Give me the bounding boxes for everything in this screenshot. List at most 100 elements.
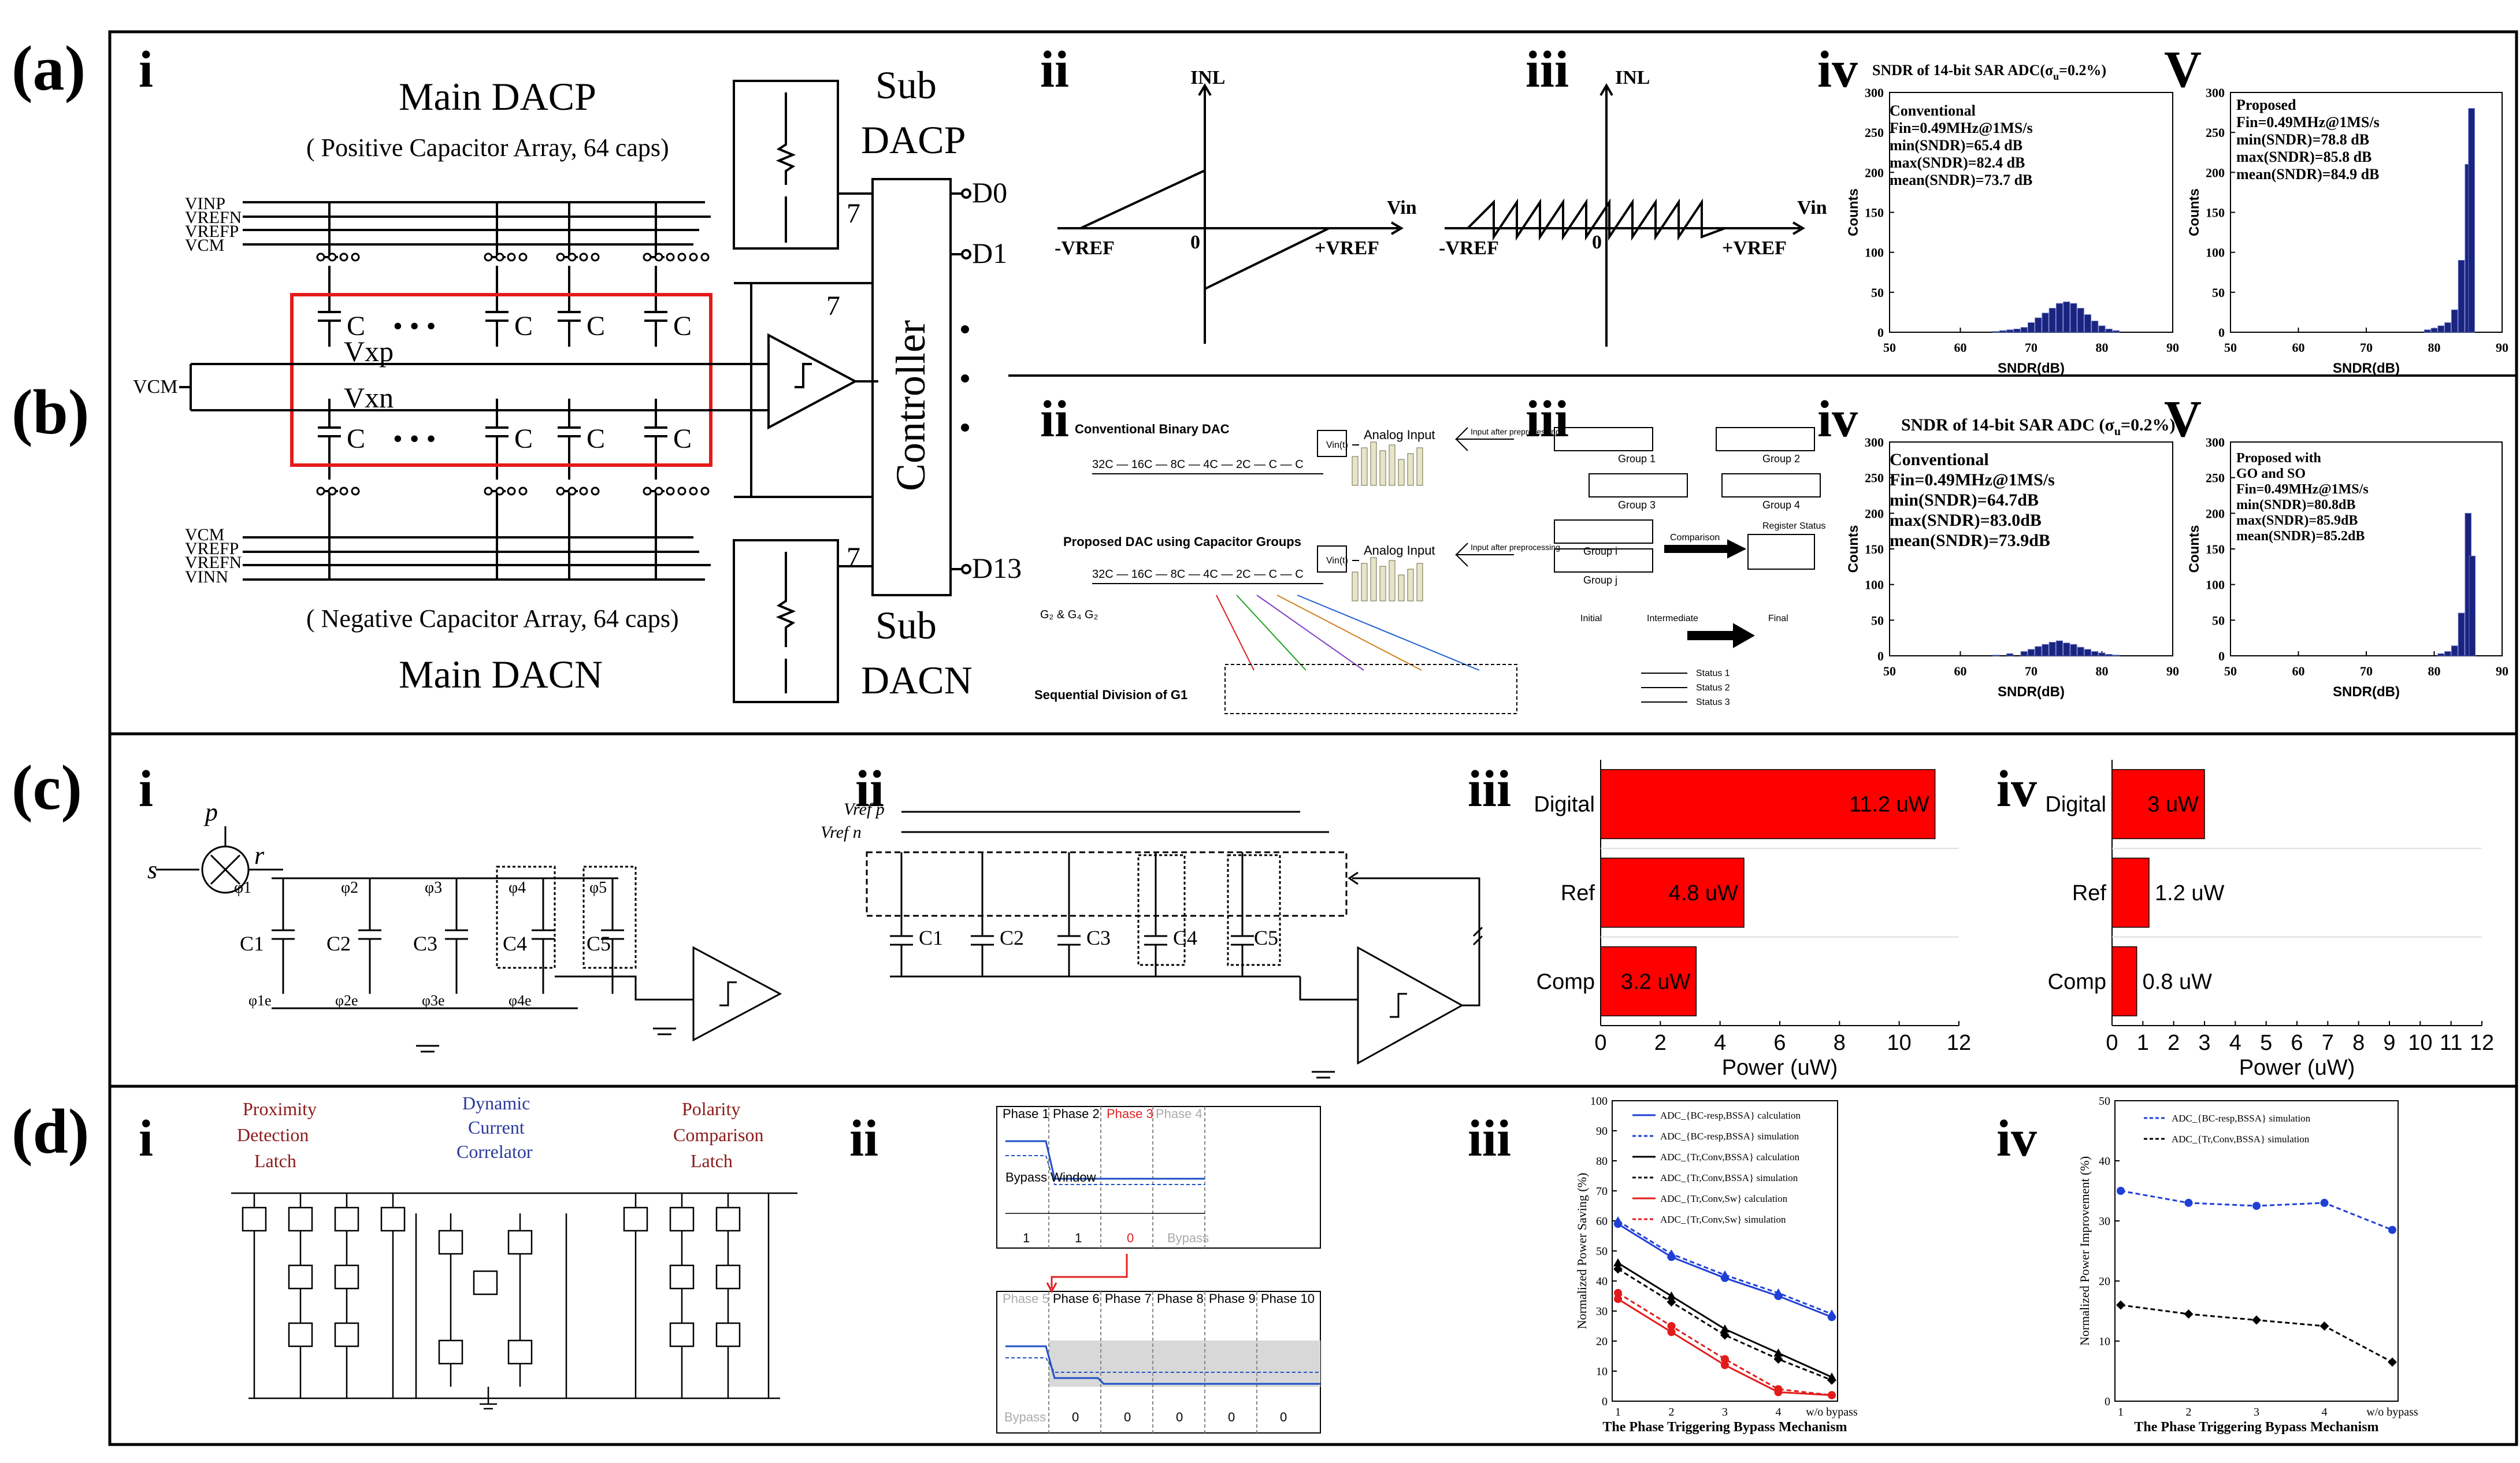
a4-line-0: Conventional [1890,102,1976,119]
row-label-b: (b) [12,377,89,447]
sub-dacn-box [733,539,839,703]
inl-plot-ramp: INL Vin -VREF 0 +VREF [1055,67,1417,344]
cap-c1: C1 [919,926,943,949]
y-tick-label: 50 [1871,285,1884,300]
legend-entry: ADC_{BC-resp,BSSA} calculation [1660,1110,1801,1121]
data-point [1721,1361,1729,1369]
preprocess-label: Input after preprocessing [1471,543,1560,552]
dyn-label-2: Current [468,1117,525,1138]
vin-axis-label: Vin [1387,197,1417,218]
series-line [1617,1268,1832,1381]
x-tick-label: 50 [1883,340,1896,355]
zero-label: 0 [1592,232,1602,253]
neg-array-caption: ( Negative Capacitor Array, 64 caps) [306,604,679,633]
sub-dacn-label-2: DACN [861,658,973,702]
bit-5: Bypass [1004,1410,1046,1424]
label-b-iv: iv [1817,391,1858,448]
y-tick-label: 90 [1596,1125,1608,1138]
x-tick-label: 70 [2025,664,2037,678]
data-point [1774,1385,1783,1394]
y-tick-label: 150 [1865,206,1884,220]
histogram-bar [2444,322,2451,333]
sub-dacn-label-1: Sub [875,603,937,647]
group-i: Group i [1583,545,1617,557]
sub-dacp-label-2: DACP [861,118,966,162]
histogram-bar [2091,321,2099,333]
x-tick-label: 2 [1669,1406,1675,1419]
prop-dac-chain: 32C — 16C — 8C — 4C — 2C — C — C [1092,568,1304,581]
main-dacn-title: Main DACN [399,652,603,696]
y-tick-label: 250 [2206,471,2225,485]
histogram-bar [2035,646,2042,656]
y-axis-label: Counts [2187,525,2202,573]
x-tick-label: 80 [2428,340,2441,355]
data-point [1613,1264,1623,1274]
phi-2: φ2 [341,879,358,897]
a5-line-4: mean(SNDR)=84.9 dB [2236,166,2379,183]
group-2: Group 2 [1762,453,1800,465]
phi-4: φ4 [509,879,526,897]
cap-c5: C5 [587,932,611,955]
x-tick-label: 50 [1883,664,1896,678]
x-tick-label: 0 [1594,1031,1606,1055]
x-tick-label: 90 [2166,664,2179,678]
row-label-a: (a) [12,33,86,103]
x-tick-label: 90 [2166,340,2179,355]
comparator-c-ii [1357,946,1464,1065]
histogram-bar [2020,327,2028,333]
histogram-bar [2084,314,2092,333]
phi-3: φ3 [425,879,442,897]
cap-columns-bottom [318,399,667,580]
data-point [1613,1216,1623,1224]
a4-title: SNDR of 14-bit SAR ADC(σu=0.2%) [1872,62,2106,82]
data-point [1827,1375,1836,1385]
output-d1: D1 [972,237,1007,269]
pin-vcm-top: VCM [185,236,224,255]
x-tick-label: 3 [2198,1031,2210,1055]
phi-4e: φ4e [509,992,532,1009]
y-tick-label: 0 [2218,649,2225,663]
value-label: 3.2 uW [1621,970,1691,994]
preprocess-label: Input after preprocessing [1471,427,1560,436]
data-point [2252,1315,2261,1325]
pin-vinn-bot: VINN [185,567,228,586]
x-tick-label: 3 [1722,1406,1728,1419]
signal-s: s [147,856,157,884]
y-tick-label: 150 [2206,542,2225,556]
histogram-bar [2063,301,2070,333]
cap-c5: C5 [1254,926,1278,949]
cap-label: C [514,311,533,341]
y-tick-label: 50 [2099,1095,2110,1108]
bit-9: 0 [1228,1410,1235,1424]
status-3: Status 3 [1696,697,1730,707]
plot-frame [2114,1100,2399,1402]
phase-4: Phase 4 [1156,1106,1203,1121]
phi-1e: φ1e [248,992,272,1009]
histogram-bar [2055,303,2063,333]
label-a-iv: iv [1817,41,1858,98]
vref-p-label: Vref p [844,800,885,819]
x-tick-label: 9 [2383,1031,2395,1055]
vin-label: Vin(t) [1326,556,1348,566]
cap-c4: C4 [1173,926,1197,949]
x-tick-label: 0 [2106,1031,2118,1055]
sub-dacp-label-1: Sub [875,63,937,107]
a4-line-4: mean(SNDR)=73.7 dB [1890,172,2032,188]
data-point [1614,1295,1622,1304]
zero-label: 0 [1190,232,1200,253]
histogram-bar [2006,329,2014,333]
cap-c4: C4 [503,932,527,955]
output-d13: D13 [972,552,1022,584]
label-a-i: i [139,41,153,98]
label-c-i: i [139,760,153,818]
y-tick-label: 300 [1865,435,1884,450]
histogram-bar [2437,653,2445,656]
y-tick-label: 100 [1865,246,1884,260]
pol-label-3: Latch [691,1150,733,1171]
bit-7: 0 [1124,1410,1131,1424]
pol-label-2: Comparison [673,1124,763,1145]
y-tick-label: 200 [1865,165,1884,180]
y-tick-label: 60 [1596,1215,1608,1228]
